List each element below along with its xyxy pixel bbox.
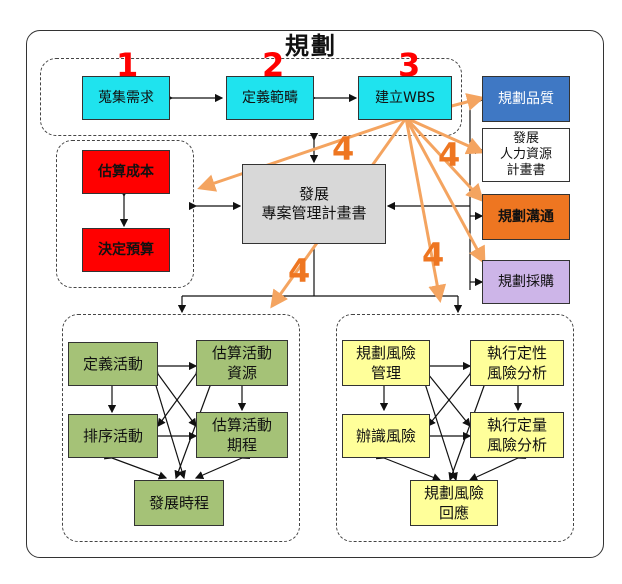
outer-frame xyxy=(26,30,604,558)
plan-quality-box: 規劃品質 xyxy=(482,76,570,122)
plan-risk-mgmt-box: 規劃風險 管理 xyxy=(342,340,430,386)
step-number-3: 3 xyxy=(398,46,421,84)
qualitative-risk-box: 執行定性 風險分析 xyxy=(470,340,564,386)
identify-risks-box: 辦識風險 xyxy=(342,414,430,458)
quantitative-risk-box: 執行定量 風險分析 xyxy=(470,412,564,458)
sequence-activities-box: 排序活動 xyxy=(68,414,158,458)
plan-procurements-box: 規劃採購 xyxy=(482,260,570,304)
step-number-4-hr: 4 xyxy=(438,136,461,174)
plan-risk-responses-box: 規劃風險 回應 xyxy=(410,480,498,526)
create-wbs-box: 建立WBS xyxy=(358,76,452,120)
estimate-costs-box: 估算成本 xyxy=(82,150,170,194)
scope-group xyxy=(40,58,462,136)
time-group xyxy=(62,314,300,542)
step-number-2: 2 xyxy=(262,46,285,84)
step-number-4-risk: 4 xyxy=(422,236,445,274)
step-number-1: 1 xyxy=(116,46,139,84)
diagram-title: 規劃 xyxy=(285,32,337,60)
determine-budget-box: 決定預算 xyxy=(82,228,170,272)
define-activities-box: 定義活動 xyxy=(68,342,158,386)
step-number-4-time: 4 xyxy=(288,252,311,290)
develop-pm-plan-box: 發展 專案管理計畫書 xyxy=(242,164,386,244)
hr-plan-box: 發展 人力資源 計畫書 xyxy=(482,128,570,182)
plan-communications-box: 規劃溝通 xyxy=(482,194,570,240)
collect-requirements-box: 蒐集需求 xyxy=(82,76,170,120)
risk-group xyxy=(336,314,574,542)
cost-group xyxy=(56,140,194,288)
define-scope-box: 定義範疇 xyxy=(226,76,314,120)
develop-schedule-box: 發展時程 xyxy=(134,480,224,526)
estimate-durations-box: 估算活動 期程 xyxy=(196,412,288,458)
step-number-4-cost: 4 xyxy=(332,130,355,168)
estimate-resources-box: 估算活動 資源 xyxy=(196,340,288,386)
